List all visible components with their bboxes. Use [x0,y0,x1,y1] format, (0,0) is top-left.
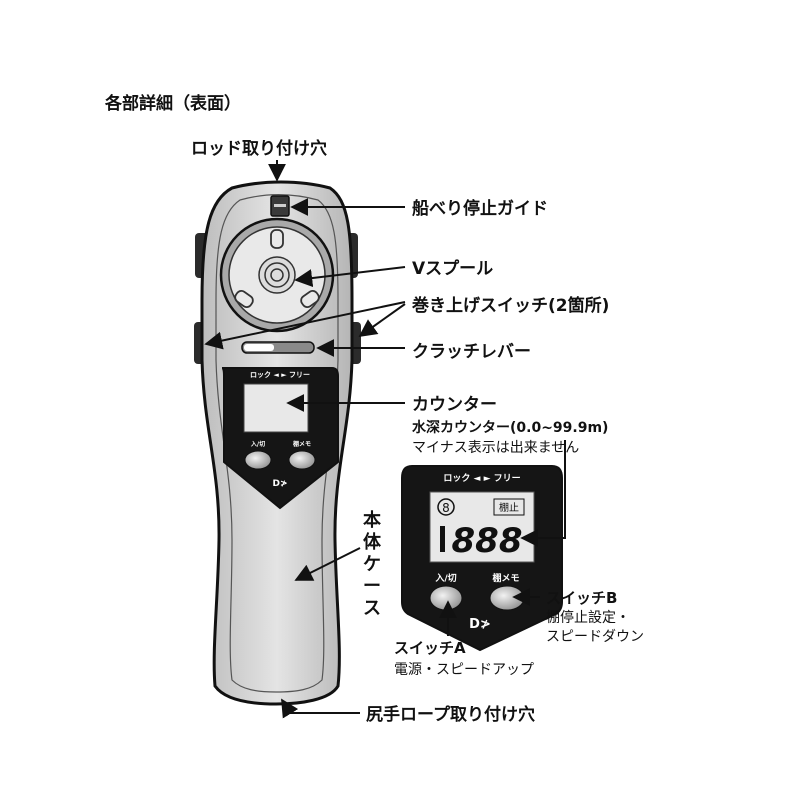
switch-a-title: スイッチA [394,639,466,657]
switch-b-desc1: 棚停止設定・ [546,609,630,626]
switch-b-desc2: スピードダウン [546,629,644,645]
detail-btn-left-label: 入/切 [434,573,456,584]
label-stop-guide: 船べり停止ガイド [412,198,548,219]
reel-body: ロック ◄ ► フリー 入/切 棚メモ D≯ [194,180,361,706]
lcd-mark: 8 [442,501,450,515]
label-depth-title: 水深カウンター(0.0~99.9m) [412,419,608,436]
lock-free-label: ロック ◄ ► フリー [250,370,310,379]
small-switch-a [244,450,272,470]
switch-a-desc: 電源・スピードアップ [394,662,534,678]
detail-lcd [429,491,535,563]
label-winding-switch: 巻き上げスイッチ(2箇所) [411,295,609,316]
label-counter: カウンター [412,395,497,415]
svg-text:本: 本 [363,509,381,531]
label-depth-note: マイナス表示は出来ません [412,440,579,456]
switch-b-title: スイッチB [546,589,617,607]
label-rod-hole: ロッド取り付け穴 [191,138,327,159]
svg-text:ス: ス [363,598,381,619]
small-btn-right-label: 棚メモ [293,440,311,448]
detail-switch-a [429,585,463,611]
svg-text:体: 体 [363,531,382,553]
label-body-case: 本 体 ケ ー ス [363,509,382,619]
label-clutch-lever: クラッチレバー [412,342,531,362]
lcd-digits: 888 [452,521,523,561]
svg-text:ケ: ケ [363,554,381,575]
lcd-badge: 棚止 [499,501,519,514]
detail-logo: D≯ [469,617,491,632]
label-butt-rope-hole: 尻手ロープ取り付け穴 [366,704,535,725]
detail-btn-right-label: 棚メモ [492,572,519,584]
svg-text:ー: ー [363,576,381,597]
detail-panel: ロック ◄ ► フリー 8 棚止 888 入/切 棚メモ D≯ [401,465,563,652]
small-switch-b [288,450,316,470]
label-v-spool: Vスプール [412,258,493,279]
detail-lock-free: ロック ◄ ► フリー [443,473,520,484]
small-logo: D≯ [272,479,287,489]
counter-lcd [243,383,309,433]
small-btn-left-label: 入/切 [250,441,265,448]
page-heading: 各部詳細（表面） [104,93,241,114]
